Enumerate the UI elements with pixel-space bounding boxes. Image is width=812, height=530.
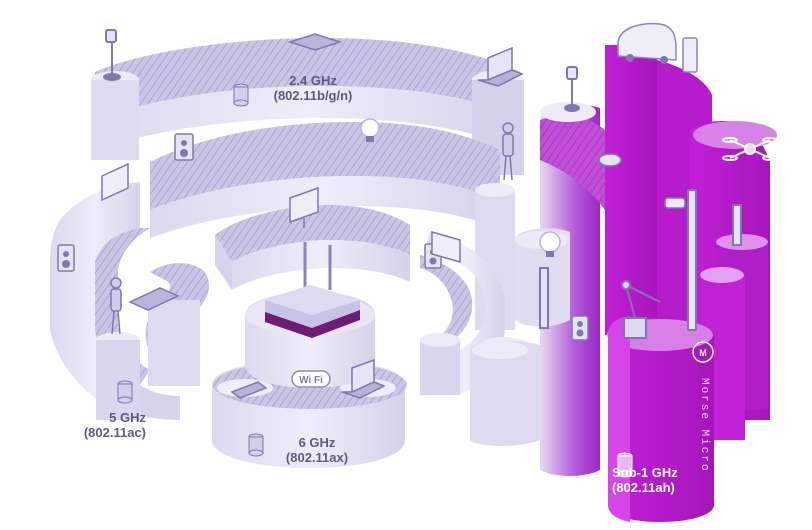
wifi-badge: Wi Fi [291, 370, 331, 388]
band-frequency: Sub-1 GHz [612, 465, 678, 480]
band-standard: (802.11ah) [612, 479, 675, 495]
band-5ghz-arc [50, 182, 180, 420]
band-label-6ghz: 6 GHz (802.11ax) [262, 435, 372, 466]
brand-vertical-text: Morse Micro [698, 378, 710, 473]
tv-icon [431, 231, 461, 263]
band-standard: (802.11ac) [83, 424, 146, 440]
bulb-icon [360, 118, 380, 142]
speaker-icon [57, 244, 75, 272]
lamp-icon [103, 29, 121, 81]
database-icon [117, 380, 133, 404]
band-frequency: 6 GHz [298, 435, 336, 450]
band-frequency: 2.4 GHz [289, 73, 337, 88]
laptop-icon [341, 358, 386, 399]
band-label-5ghz: 5 GHz (802.11ac) [56, 410, 146, 441]
database-icon [617, 452, 633, 478]
laptop-icon [477, 46, 524, 87]
band-label-2-4ghz: 2.4 GHz (802.11b/g/n) [248, 73, 378, 104]
lamp-icon [564, 66, 580, 112]
industrial-sensor-icon [539, 189, 742, 331]
svg-text:M: M [699, 348, 707, 358]
speaker-icon [571, 315, 589, 341]
drone-icon [722, 137, 778, 161]
car-icon [617, 22, 677, 64]
band-standard: (802.11ax) [285, 449, 349, 465]
band-6ghz-arc [215, 205, 410, 290]
band-frequency: 5 GHz [109, 410, 146, 425]
band-label-sub1ghz: Sub-1 GHz (802.11ah) [612, 465, 712, 496]
band-standard: (802.11b/g/n) [273, 87, 353, 103]
bulb-icon [539, 231, 561, 257]
brand-logo: M [692, 341, 714, 363]
database-icon [233, 83, 249, 107]
database-icon [248, 433, 264, 457]
person-icon [502, 122, 514, 181]
router-icon [265, 242, 360, 338]
tablet-icon [287, 33, 343, 51]
robot-vacuum-icon [598, 153, 622, 167]
ev-charger-icon [682, 37, 698, 73]
laptop-icon [230, 381, 268, 399]
tv-icon [289, 186, 319, 228]
wifi-badge-text: Wi Fi [299, 375, 323, 386]
band-5ghz-inner [145, 263, 210, 386]
speaker-icon [174, 133, 194, 161]
security-camera-icon [664, 197, 686, 209]
tv-icon [101, 162, 129, 202]
robot-arm-icon [621, 280, 661, 339]
person-icon [110, 277, 122, 335]
tablet-icon [128, 287, 180, 311]
